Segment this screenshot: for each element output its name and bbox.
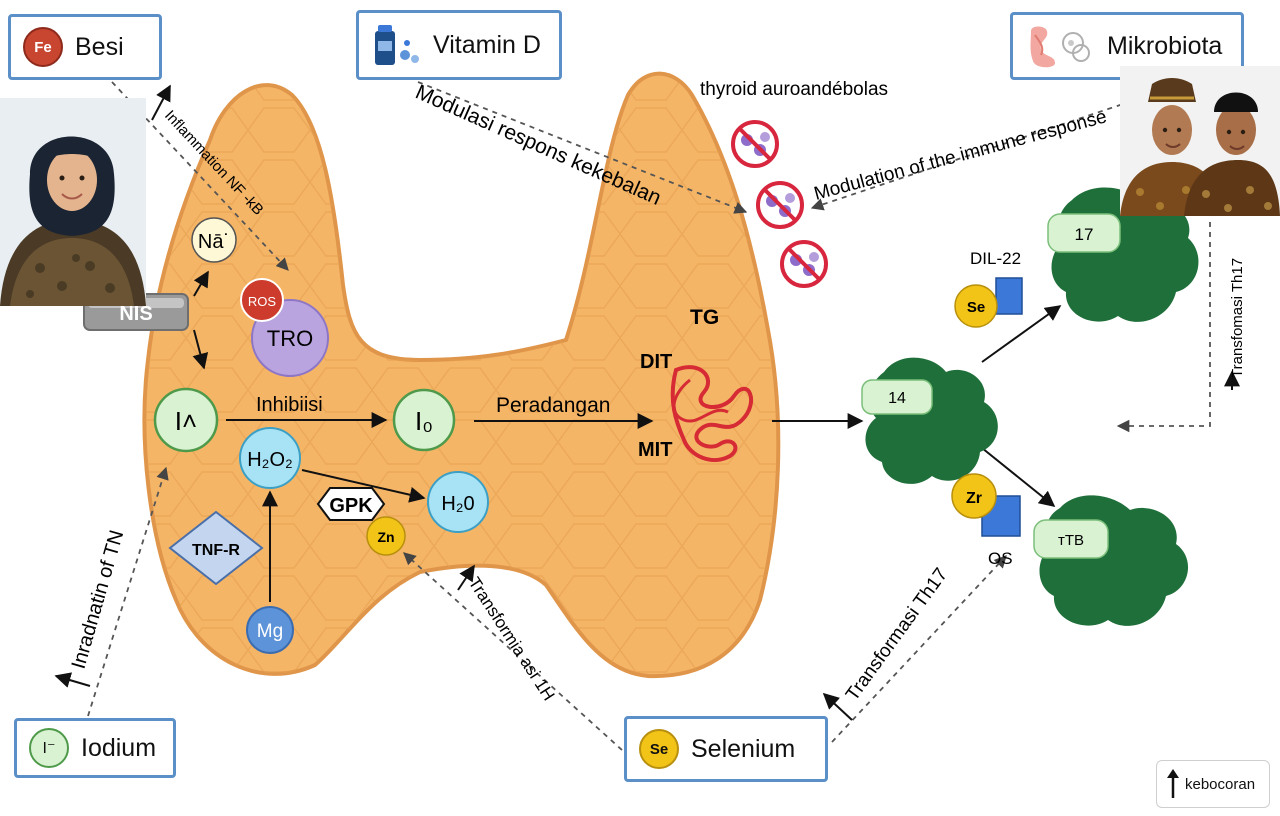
tg-label: TG bbox=[690, 306, 719, 329]
selenium-zn-dashed-line bbox=[403, 552, 623, 751]
thyroid-gland bbox=[142, 71, 781, 679]
besi-box: Fe Besi bbox=[8, 14, 162, 80]
woman-portrait-photo bbox=[0, 98, 146, 306]
selenium-box: Se Selenium bbox=[624, 716, 828, 782]
selenium-os-dashed-line bbox=[831, 555, 1007, 743]
mit-label: MIT bbox=[638, 439, 672, 461]
inradnatin-label: Inradnatin of TN bbox=[68, 528, 129, 672]
gpk-enzyme: GPK bbox=[316, 487, 386, 521]
legend: kebocoran bbox=[1156, 760, 1270, 808]
th14-to-th17-arrow bbox=[981, 305, 1062, 363]
svg-text:Se: Se bbox=[967, 299, 985, 316]
peradangan-label: Peradangan bbox=[496, 394, 610, 417]
il22-receptor bbox=[995, 277, 1023, 315]
mikrobiota-label: Mikrobiota bbox=[1107, 31, 1223, 60]
iodium-label: Iodium bbox=[81, 733, 157, 762]
os-label: OS bbox=[988, 549, 1013, 568]
svg-text:TRO: TRO bbox=[267, 326, 313, 351]
modulation-en-label: Modulation of the immune response bbox=[812, 106, 1109, 204]
selenium-label: Selenium bbox=[691, 734, 796, 763]
svg-text:Mɡ: Mɡ bbox=[257, 621, 283, 642]
transformia-label: Transformia asi 1H bbox=[465, 574, 559, 704]
up-arrow-icon bbox=[1167, 769, 1179, 798]
iodine-molecule: I₀ bbox=[392, 388, 456, 452]
svg-text:I₀: I₀ bbox=[415, 406, 433, 436]
svg-text:Zn: Zn bbox=[377, 529, 394, 545]
dil22-label: DIL-22 bbox=[970, 249, 1021, 268]
water-molecule: H₂0 bbox=[427, 471, 489, 533]
autoantibodies-label: thyroid auroandébolas bbox=[700, 79, 888, 100]
thyroglobulin bbox=[670, 365, 754, 462]
svg-text:ᴛTB: ᴛTB bbox=[1058, 532, 1084, 549]
iodium-dashed-line bbox=[87, 466, 169, 717]
nis-to-iodide-arrow bbox=[192, 329, 209, 370]
th14-cell: 14 bbox=[861, 357, 998, 484]
svg-text:H₂0: H₂0 bbox=[441, 493, 474, 515]
tnf-receptor: TNF-R bbox=[168, 510, 264, 586]
h2o2-to-h2o-arrow bbox=[301, 469, 426, 503]
besi-small-arrow bbox=[151, 84, 171, 121]
svg-text:TNF-R: TNF-R bbox=[192, 542, 240, 559]
nis-to-na-arrow bbox=[193, 270, 209, 297]
svg-text:GPK: GPK bbox=[329, 495, 373, 517]
svg-text:Zr: Zr bbox=[966, 490, 982, 507]
th14-to-treg-arrow bbox=[981, 447, 1056, 508]
nis-label: NIS bbox=[119, 303, 152, 325]
vitamin-d-label: Vitamin D bbox=[433, 30, 541, 59]
th17-feedback-dashed-line bbox=[1116, 222, 1211, 433]
vitd-dashed-line bbox=[417, 81, 748, 214]
svg-text:14: 14 bbox=[888, 390, 906, 407]
zirconium-ion: Zr bbox=[951, 473, 997, 519]
svg-text:ROS: ROS bbox=[248, 294, 277, 309]
autoantibody-blocked-icon bbox=[780, 240, 828, 288]
ros-marker: ROS bbox=[240, 278, 284, 322]
inhibisi-label: Inhibiisi bbox=[256, 394, 323, 416]
zn-small-arrow bbox=[457, 564, 475, 591]
legend-label: kebocoran bbox=[1185, 775, 1256, 793]
svg-text:H₂O₂: H₂O₂ bbox=[247, 449, 293, 471]
zinc-ion: Zn bbox=[366, 516, 406, 556]
besi-label: Besi bbox=[75, 32, 124, 61]
selenium-small-arrow bbox=[822, 692, 853, 721]
iodium-small-arrow bbox=[54, 672, 91, 688]
iodium-box: I⁻ Iodium bbox=[14, 718, 176, 778]
treg-cell: ᴛTB bbox=[1033, 495, 1189, 626]
selenium-icon: Se bbox=[639, 729, 679, 769]
sodium-ion: Nā˙ bbox=[191, 217, 237, 263]
magnesium-ion: Mɡ bbox=[246, 606, 294, 654]
autoantibody-blocked-icon bbox=[756, 181, 804, 229]
iodide-icon: I⁻ bbox=[29, 728, 69, 768]
autoantibody-blocked-icon bbox=[731, 120, 779, 168]
transformasi-se-label: Transformasi Th17 bbox=[842, 564, 952, 704]
th17-cell: 17 bbox=[1047, 187, 1199, 322]
dit-label: DIT bbox=[640, 351, 672, 373]
vitamin-d-box: Vitamin D bbox=[356, 10, 562, 80]
svg-text:Nā˙: Nā˙ bbox=[198, 231, 230, 253]
vitamin-d-supplement-icon bbox=[375, 25, 419, 65]
two-men-portrait-photo bbox=[1120, 66, 1280, 216]
iron-icon: Fe bbox=[23, 27, 63, 67]
iodide-ion: I˄ bbox=[153, 387, 219, 453]
transformasi-right-label: Transfomasi Th17 bbox=[1229, 258, 1246, 378]
hydrogen-peroxide: H₂O₂ bbox=[239, 427, 301, 489]
selenium-cell-ion: Se bbox=[954, 284, 998, 328]
svg-text:17: 17 bbox=[1075, 225, 1094, 244]
svg-text:I˄: I˄ bbox=[175, 406, 197, 436]
gut-microbiota-icon bbox=[1030, 26, 1090, 68]
